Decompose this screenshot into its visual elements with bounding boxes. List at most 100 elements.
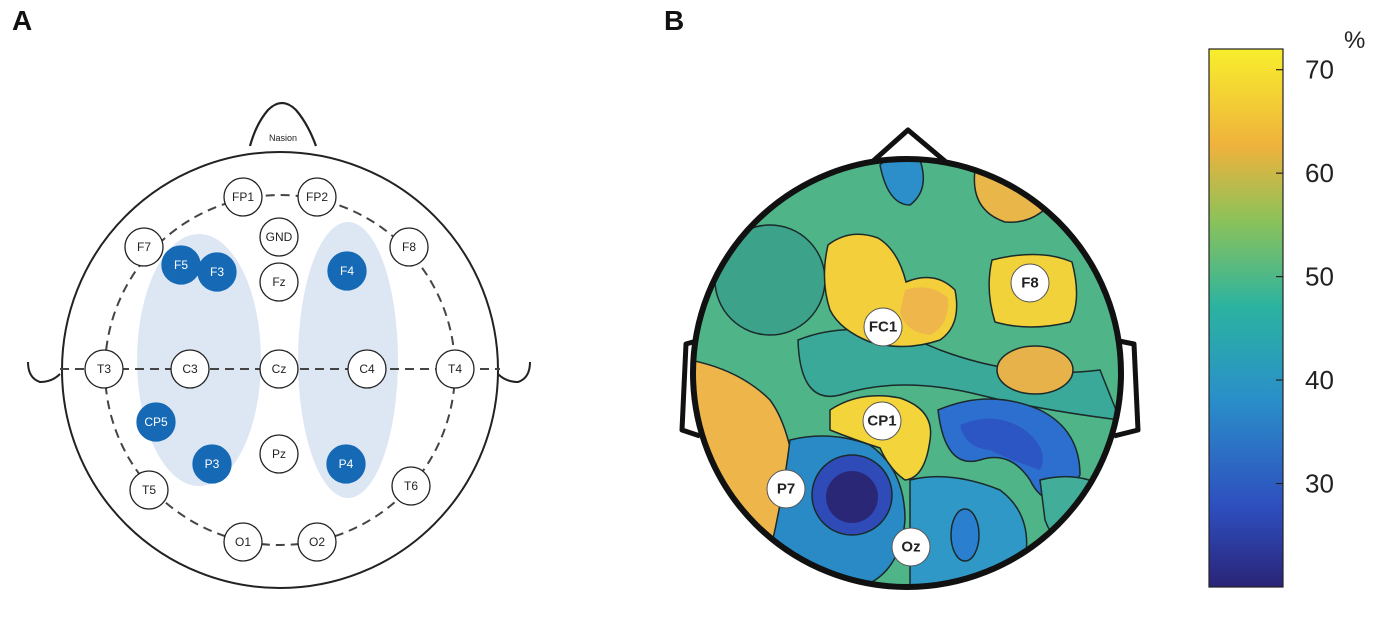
electrode-f3: F3	[197, 252, 237, 292]
electrode-fp2: FP2	[297, 177, 337, 217]
electrode-f8: F8	[389, 227, 429, 267]
electrode-circle	[136, 402, 176, 442]
electrode-label: T5	[142, 483, 156, 497]
electrode-o1: O1	[223, 522, 263, 562]
electrode-f7: F7	[124, 227, 164, 267]
map-label-text: Oz	[901, 539, 920, 556]
electrode-gnd: GND	[259, 217, 299, 257]
electrode-label: Pz	[272, 447, 286, 461]
electrode-label: Cz	[272, 362, 287, 376]
electrode-label: C3	[182, 362, 198, 376]
electrode-label: CP5	[144, 415, 168, 429]
electrode-circle	[259, 349, 299, 389]
electrode-label: F7	[137, 240, 151, 254]
electrode-circle	[391, 466, 431, 506]
electrode-circle	[192, 444, 232, 484]
electrode-c4: C4	[347, 349, 387, 389]
electrode-circle	[259, 217, 299, 257]
nasion-label: Nasion	[269, 133, 297, 143]
electrode-t5: T5	[129, 470, 169, 510]
electrode-cp5: CP5	[136, 402, 176, 442]
electrode-circle	[170, 349, 210, 389]
electrode-f5: F5	[161, 245, 201, 285]
right-region-highlight	[298, 222, 398, 498]
electrode-circle	[297, 177, 337, 217]
electrode-circle	[259, 434, 299, 474]
electrode-label: GND	[266, 230, 293, 244]
colorbar-tick-label: 60	[1305, 158, 1334, 188]
colorbar-tick-label: 40	[1305, 365, 1334, 395]
electrode-circle	[223, 177, 263, 217]
map-label-p7: P7	[766, 469, 806, 509]
electrode-label: O1	[235, 535, 251, 549]
electrode-label: P4	[339, 457, 354, 471]
electrode-circle	[124, 227, 164, 267]
map-label-text: FC1	[869, 319, 897, 336]
electrode-cz: Cz	[259, 349, 299, 389]
electrode-circle	[84, 349, 124, 389]
map-nose	[870, 127, 948, 164]
electrode-pz: Pz	[259, 434, 299, 474]
electrode-label: F8	[402, 240, 416, 254]
electrode-label: F4	[340, 264, 354, 278]
electrode-label: C4	[359, 362, 375, 376]
nose-outline	[248, 101, 318, 147]
map-label-circle	[766, 469, 806, 509]
electrode-label: T6	[404, 479, 418, 493]
electrode-o2: O2	[297, 522, 337, 562]
map-label-circle	[863, 307, 903, 347]
electrode-p3: P3	[192, 444, 232, 484]
map-label-fc1: FC1	[863, 307, 903, 347]
colorbar-tick-label: 70	[1305, 55, 1334, 85]
electrode-label: Fz	[272, 275, 285, 289]
electrode-label: P3	[205, 457, 220, 471]
colorbar-tick-label: 50	[1305, 262, 1334, 292]
electrode-label: T3	[97, 362, 111, 376]
colorbar-tick-label: 30	[1305, 469, 1334, 499]
electrode-c3: C3	[170, 349, 210, 389]
left-ear	[27, 361, 61, 384]
electrode-label: FP1	[232, 190, 254, 204]
electrode-circle	[326, 444, 366, 484]
map-label-text: F8	[1021, 275, 1039, 292]
electrode-circle	[347, 349, 387, 389]
electrode-p4: P4	[326, 444, 366, 484]
electrode-label: F5	[174, 258, 188, 272]
panel-a-letter: A	[12, 5, 32, 36]
colorbar-unit: %	[1344, 27, 1365, 54]
map-label-circle	[1010, 263, 1050, 303]
electrode-label: O2	[309, 535, 325, 549]
map-label-oz: Oz	[891, 527, 931, 567]
panel-b-letter: B	[664, 5, 684, 36]
electrode-label: F3	[210, 265, 224, 279]
electrode-circle	[129, 470, 169, 510]
map-head-outline	[690, 156, 1124, 590]
right-ear	[497, 361, 531, 384]
electrode-t6: T6	[391, 466, 431, 506]
electrode-f4: F4	[327, 251, 367, 291]
electrode-circle	[259, 262, 299, 302]
electrode-circle	[197, 252, 237, 292]
map-label-circle	[862, 401, 902, 441]
map-label-text: P7	[777, 481, 795, 498]
colorbar: 70 60 50 40 30 %	[1208, 27, 1365, 588]
electrode-circle	[389, 227, 429, 267]
map-label-circle	[891, 527, 931, 567]
colorbar-gradient	[1208, 48, 1284, 588]
electrode-circle	[297, 522, 337, 562]
map-label-cp1: CP1	[862, 401, 902, 441]
electrode-circle	[435, 349, 475, 389]
electrode-t3: T3	[84, 349, 124, 389]
electrode-label: FP2	[306, 190, 328, 204]
electrode-circle	[327, 251, 367, 291]
colorbar-ticks: 70 60 50 40 30	[1276, 55, 1334, 499]
electrode-fz: Fz	[259, 262, 299, 302]
map-label-text: CP1	[867, 413, 896, 430]
electrode-label: T4	[448, 362, 462, 376]
electrode-fp1: FP1	[223, 177, 263, 217]
